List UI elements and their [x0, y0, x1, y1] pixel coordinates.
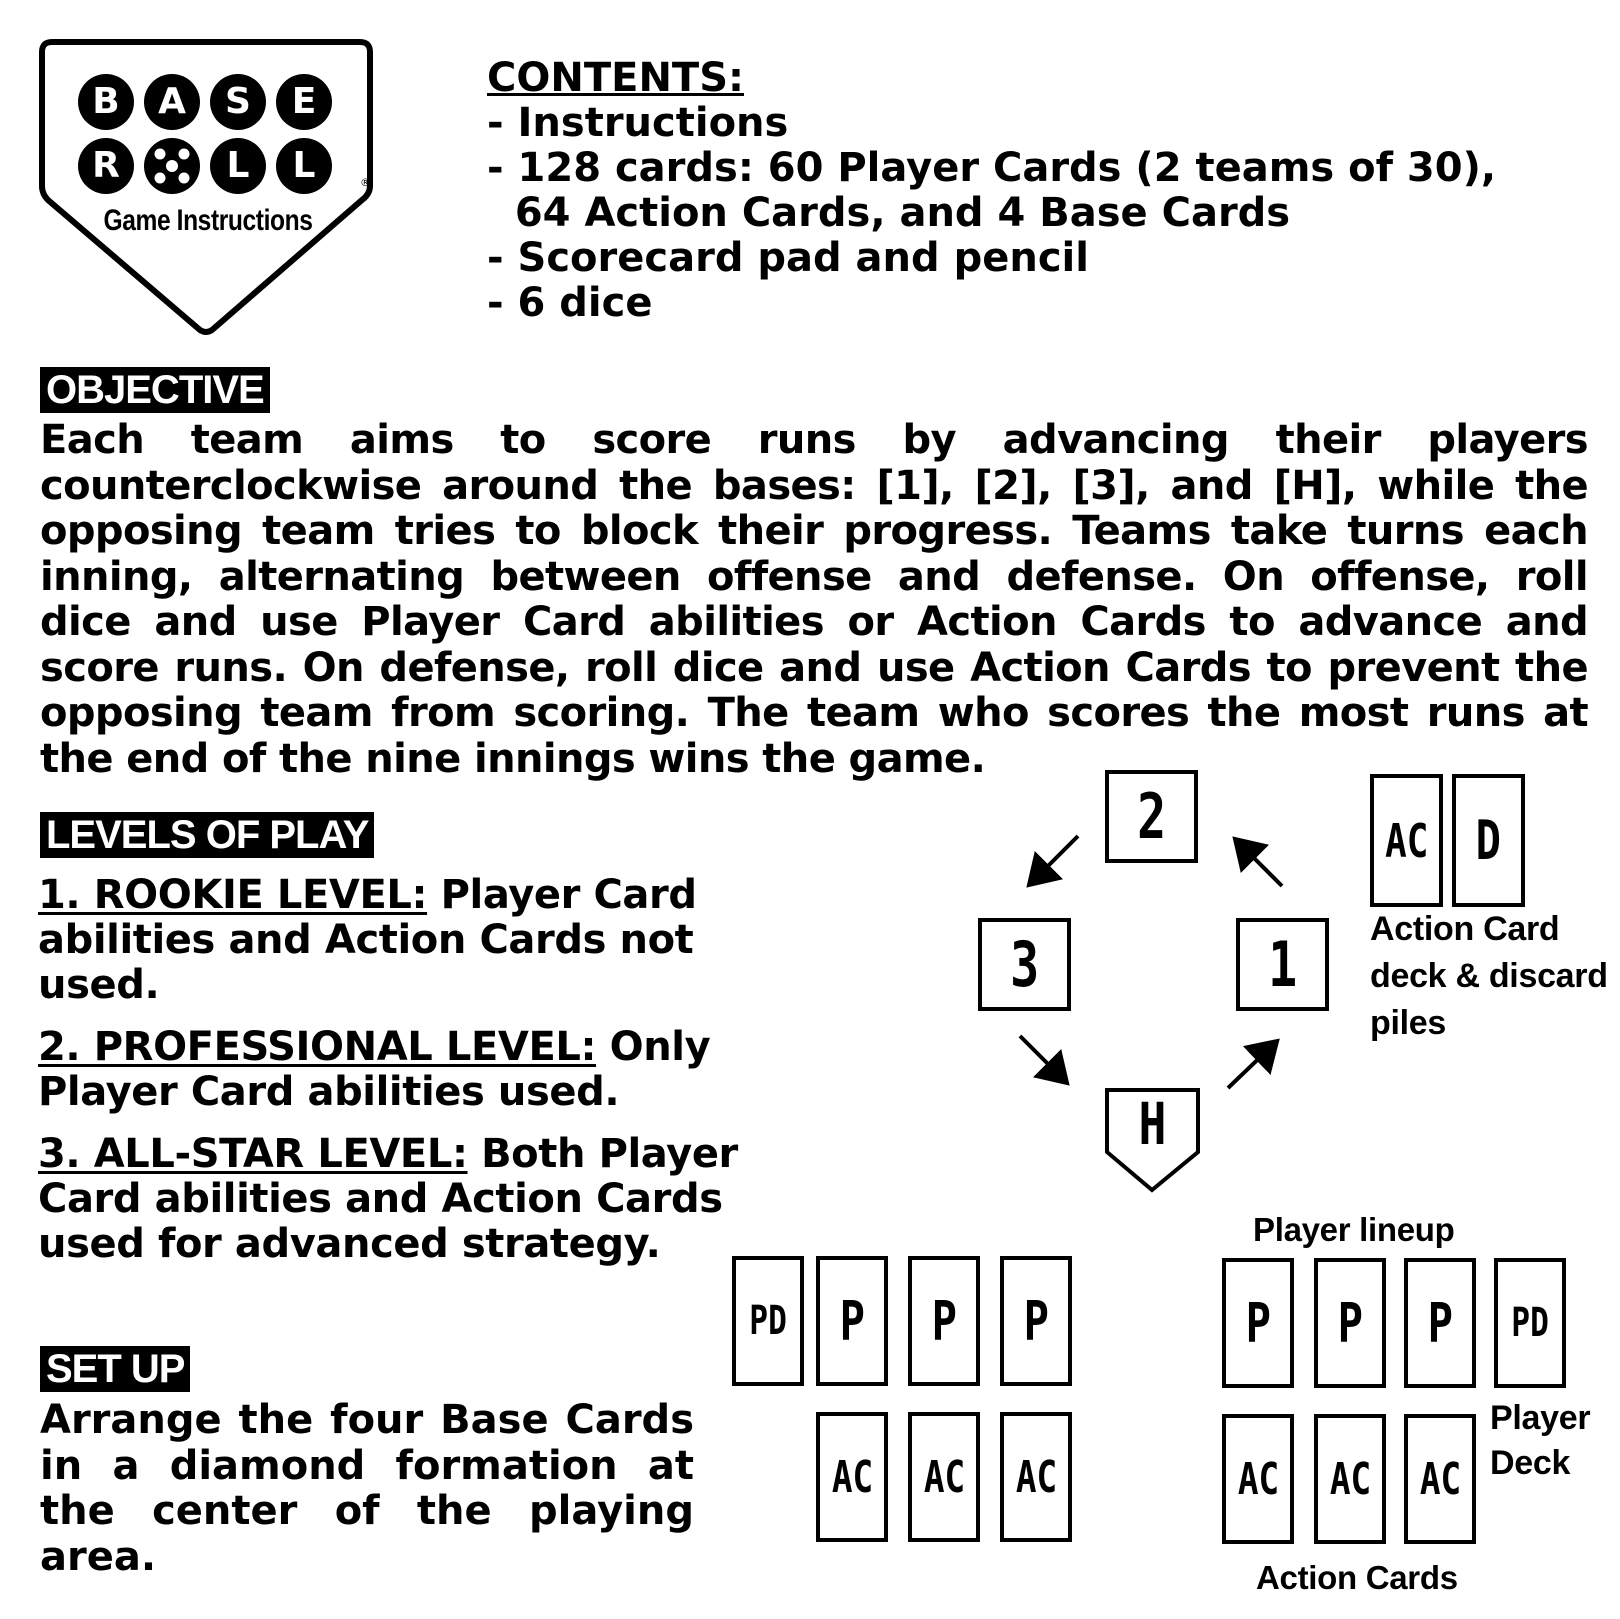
logo-letter-r: R	[78, 138, 134, 194]
deck-label-line: Action Card	[1370, 910, 1560, 948]
arrow-2-to-3	[1026, 834, 1080, 888]
base-card-3: 3	[978, 918, 1071, 1011]
logo-letter-l1: L	[210, 138, 266, 194]
level-title: 3. ALL-STAR LEVEL:	[38, 1131, 468, 1177]
base-card-1: 1	[1236, 918, 1329, 1011]
contents-section: CONTENTS: - Instructions - 128 cards: 60…	[487, 56, 1587, 326]
player-deck-card: PD	[732, 1256, 804, 1386]
player-card: P	[1222, 1258, 1294, 1388]
deck-label-line: deck & discard	[1370, 957, 1608, 995]
logo-letter-e: E	[276, 74, 332, 130]
registered-mark: ®	[360, 176, 371, 189]
action-cards-label: Action Cards	[1256, 1559, 1458, 1596]
level-item: 1. ROOKIE LEVEL: Player Card abilities a…	[38, 873, 828, 1008]
contents-heading: CONTENTS:	[487, 55, 745, 101]
action-card: AC	[908, 1412, 980, 1542]
contents-line: - Instructions	[487, 100, 789, 146]
contents-line: - 6 dice	[487, 280, 653, 326]
player-deck-label: Deck	[1490, 1444, 1571, 1482]
logo-letter-a: A	[144, 74, 200, 130]
contents-line: 64 Action Cards, and 4 Base Cards	[487, 190, 1291, 236]
player-card: P	[908, 1256, 980, 1386]
contents-line: - Scorecard pad and pencil	[487, 235, 1089, 281]
logo-letter-l2: L	[276, 138, 332, 194]
deck-label-line: piles	[1370, 1004, 1446, 1042]
player-card: P	[1314, 1258, 1386, 1388]
action-card: AC	[1404, 1414, 1476, 1544]
level-item: 3. ALL-STAR LEVEL: Both Player Card abil…	[38, 1132, 828, 1267]
arrow-h-to-1	[1226, 1038, 1280, 1090]
level-item: 2. PROFESSIONAL LEVEL: Only Player Card …	[38, 1025, 828, 1115]
logo: B A S E R L L ® Game Instructions	[38, 36, 388, 346]
logo-subtitle: Game Instructions	[103, 204, 313, 237]
arrow-1-to-2	[1232, 836, 1284, 888]
logo-letter-s: S	[210, 74, 266, 130]
player-card: P	[1000, 1256, 1072, 1386]
player-deck-label: Player	[1490, 1399, 1591, 1437]
home-base-label: H	[1138, 1090, 1167, 1158]
player-card: P	[1404, 1258, 1476, 1388]
dice-face-icon	[154, 148, 190, 184]
player-deck-card: PD	[1494, 1258, 1566, 1388]
level-text: Both Player Card abilities and Action Ca…	[38, 1131, 738, 1267]
level-text: Only Player Card abilities used.	[38, 1024, 711, 1115]
level-title: 2. PROFESSIONAL LEVEL:	[38, 1024, 597, 1070]
objective-heading: OBJECTIVE	[40, 367, 270, 413]
action-card-deck: AC	[1370, 774, 1443, 907]
discard-pile: D	[1452, 774, 1525, 907]
setup-heading: SET UP	[40, 1346, 191, 1392]
levels-list: 1. ROOKIE LEVEL: Player Card abilities a…	[38, 873, 828, 1284]
home-base-shape	[1105, 1088, 1200, 1193]
levels-heading: LEVELS OF PLAY	[40, 812, 375, 858]
contents-line: - 128 cards: 60 Player Cards (2 teams of…	[487, 145, 1497, 191]
action-card: AC	[1000, 1412, 1072, 1542]
action-card: AC	[1222, 1414, 1294, 1544]
action-card: AC	[1314, 1414, 1386, 1544]
objective-text: Each team aims to score runs by advancin…	[40, 417, 1589, 782]
dice-icon	[144, 138, 200, 194]
level-title: 1. ROOKIE LEVEL:	[38, 872, 428, 918]
level-text: Player Card abilities and Action Cards n…	[38, 872, 697, 1008]
logo-letter-b: B	[78, 74, 134, 130]
setup-text: Arrange the four Base Cards in a diamond…	[40, 1397, 694, 1580]
action-card: AC	[816, 1412, 888, 1542]
player-card: P	[816, 1256, 888, 1386]
player-lineup-label: Player lineup	[1253, 1211, 1455, 1248]
base-card-2: 2	[1105, 770, 1198, 863]
arrow-3-to-h	[1018, 1034, 1070, 1086]
